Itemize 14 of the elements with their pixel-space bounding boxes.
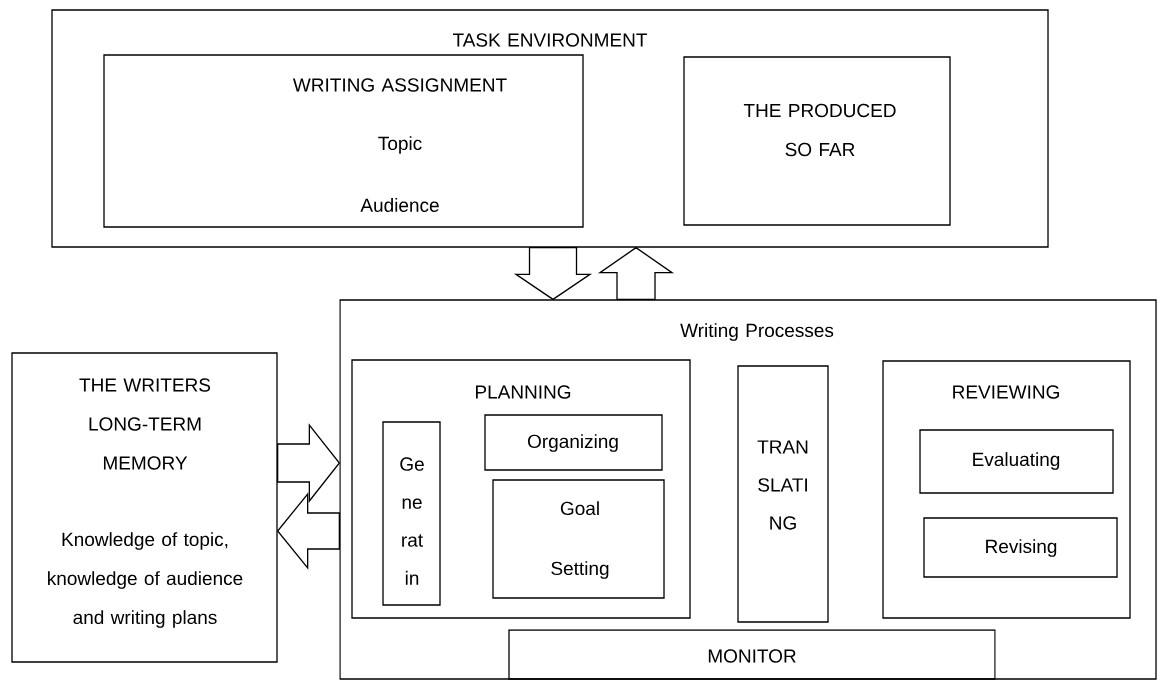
process-box: WRITING ASSIGNMENT Topic Audience [103,54,584,228]
block-arrow [277,423,341,503]
process-box: THE PRODUCED SO FAR [683,56,951,226]
process-box: Evaluating [919,429,1114,494]
block-arrow [276,492,340,570]
process-box: MONITOR [508,629,996,680]
memory-box: THE WRITERS LONG-TERM MEMORY Knowledge of topic, knowledge of audience and writing plans [11,352,278,663]
block-arrow [597,246,675,300]
process-box: Ge ne rat in [382,421,441,606]
process-box: TRAN SLATI NG [737,365,829,623]
process-box: Revising [923,517,1118,578]
process-box: Goal Setting [492,479,665,599]
block-arrow [513,247,593,301]
process-box: Organizing [484,414,663,471]
